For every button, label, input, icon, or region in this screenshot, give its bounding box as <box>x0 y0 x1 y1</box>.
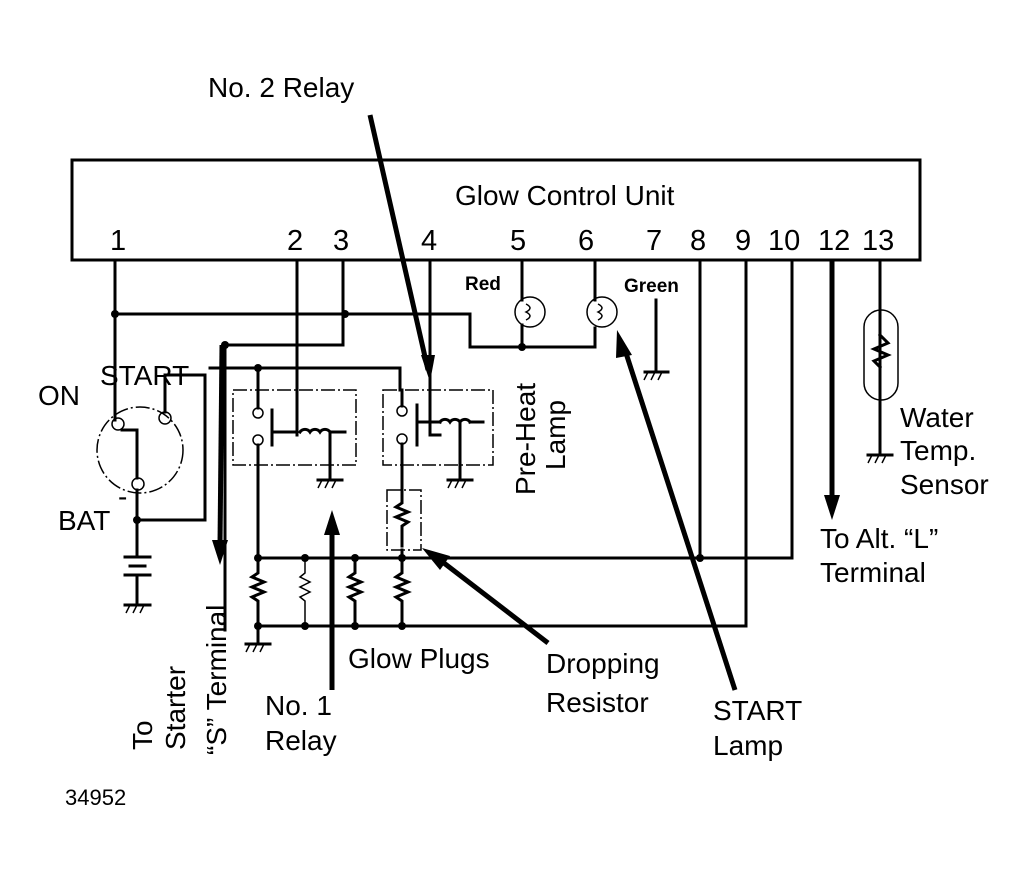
wire-start-to-relays <box>135 364 402 522</box>
no2-relay-label: No. 2 Relay <box>208 72 354 103</box>
pin-label-4: 4 <box>421 225 437 257</box>
water-temp-label-1: Water <box>900 402 974 433</box>
battery-label: BAT <box>58 505 110 536</box>
glow-control-unit-box <box>70 158 922 262</box>
starter-label-1: To <box>127 720 158 750</box>
water-temp-label-2: Temp. <box>900 435 976 466</box>
alt-terminal-label-1: To Alt. “L” <box>820 523 938 554</box>
preheat-lamp-label-2: Lamp <box>540 400 571 470</box>
pin-label-10: 10 <box>768 225 800 257</box>
no1-relay <box>232 388 357 560</box>
starter-s-terminal-pointer <box>217 344 225 546</box>
preheat-lamp-label-1: Pre-Heat <box>510 383 541 495</box>
start-lamp-pointer <box>622 349 738 691</box>
alt-arrowhead <box>824 495 840 520</box>
red-lamp-label: Red <box>465 274 501 295</box>
pin-label-1: 1 <box>110 225 126 257</box>
wire-pin8-9-10 <box>696 258 794 628</box>
no1-relay-label-1: No. 1 <box>265 690 332 721</box>
wire-pin2-pin3 <box>221 258 345 632</box>
dropping-resistor-label-2: Resistor <box>546 687 649 718</box>
no2-relay-pointer <box>367 114 431 371</box>
water-temp-label-3: Sensor <box>900 469 989 500</box>
ignition-start-label: START <box>100 360 189 391</box>
preheat-lamp-red <box>514 258 546 351</box>
no2-relay <box>382 388 494 497</box>
pin-label-5: 5 <box>510 225 526 257</box>
no1-relay-label-2: Relay <box>265 725 337 756</box>
dropping-resistor-pointer <box>438 558 550 645</box>
battery-sign: - <box>118 481 127 512</box>
start-lamp-green <box>586 258 618 328</box>
starter-arrowhead <box>212 540 228 565</box>
ignition-switch <box>96 393 184 557</box>
wire-pin4 <box>428 258 442 437</box>
starter-label-3: “S” Terminal <box>201 605 232 755</box>
no2-relay-arrowhead <box>421 355 435 382</box>
ignition-on-label: ON <box>38 380 80 411</box>
pin-label-2: 2 <box>287 225 303 257</box>
alt-terminal-label-2: Terminal <box>820 557 926 588</box>
pin-label-7: 7 <box>646 225 662 257</box>
water-temp-sensor <box>863 258 899 464</box>
pin-label-12: 12 <box>818 225 850 257</box>
green-lamp-label: Green <box>624 276 679 297</box>
pin-label-8: 8 <box>690 225 706 257</box>
no1-relay-arrowhead <box>324 510 340 535</box>
ground-icon <box>643 298 670 381</box>
start-lamp-label-2: Lamp <box>713 730 783 761</box>
glow-control-unit-title: Glow Control Unit <box>455 180 675 211</box>
glow-plugs-label: Glow Plugs <box>348 643 490 674</box>
battery-icon <box>123 555 152 614</box>
start-lamp-arrowhead <box>616 330 632 358</box>
glow-plugs <box>244 548 748 653</box>
pin-label-9: 9 <box>735 225 751 257</box>
dropping-resistor <box>386 489 422 551</box>
pin-label-6: 6 <box>578 225 594 257</box>
dropping-resistor-label-1: Dropping <box>546 648 660 679</box>
figure-number: 34952 <box>65 785 126 810</box>
pin-label-3: 3 <box>333 225 349 257</box>
starter-label-2: Starter <box>160 666 191 750</box>
start-lamp-label-1: START <box>713 695 802 726</box>
pin-label-13: 13 <box>862 225 894 257</box>
